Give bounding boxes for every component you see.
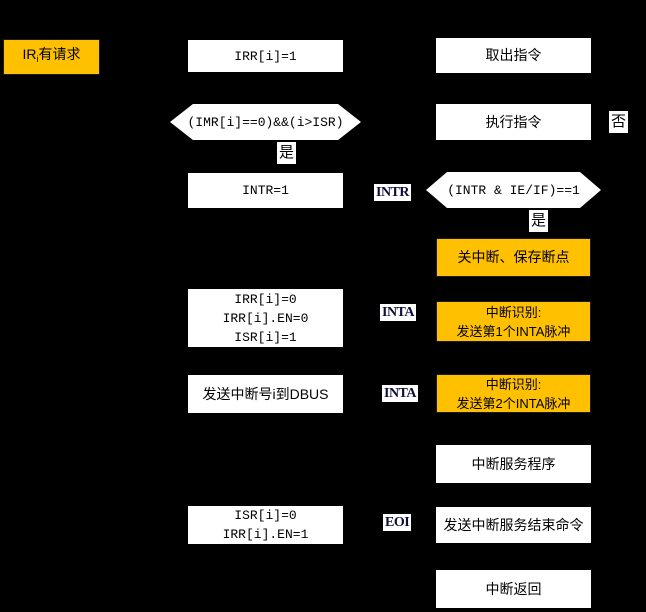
branch-label-no: 否 xyxy=(609,111,629,133)
node-disable-interrupt: 关中断、保存断点 xyxy=(436,238,591,277)
node-latch-registers: IRR[i]=0 IRR[i].EN=0 ISR[i]=1 xyxy=(188,289,343,347)
node-irr-set: IRR[i]=1 xyxy=(188,40,343,72)
branch-label-yes-2: 是 xyxy=(529,210,549,232)
inta2-line-2: 发送第2个INTA脉冲 xyxy=(456,395,571,411)
node-interrupt-service: 中断服务程序 xyxy=(436,445,591,483)
node-send-vector: 发送中断号i到DBUS xyxy=(188,375,343,413)
node-condition-intr-ie: (INTR & IE/IF)==1 xyxy=(426,172,601,208)
node-condition-intr-ie-label: (INTR & IE/IF)==1 xyxy=(447,182,580,198)
node-eoi-command: 发送中断服务结束命令 xyxy=(436,507,591,543)
node-fetch-instruction: 取出指令 xyxy=(436,38,591,73)
signal-label-intr: INTR xyxy=(374,184,412,201)
clear-line-1: ISR[i]=0 xyxy=(234,508,297,523)
node-inta2-pulse: 中断识别: 发送第2个INTA脉冲 xyxy=(436,374,591,413)
inta1-line-2: 发送第1个INTA脉冲 xyxy=(456,323,571,339)
inta1-line-1: 中断识别: xyxy=(485,304,542,320)
clear-line-2: IRR[i].EN=1 xyxy=(222,527,309,542)
node-ir-request: IRi有请求 xyxy=(3,39,100,75)
node-send-vector-label: 发送中断号i到DBUS xyxy=(202,385,329,402)
node-interrupt-service-label: 中断服务程序 xyxy=(471,455,556,472)
node-intr-set-label: INTR=1 xyxy=(242,183,289,198)
node-inta1-pulse: 中断识别: 发送第1个INTA脉冲 xyxy=(436,301,591,342)
node-intr-set: INTR=1 xyxy=(188,173,343,208)
latch-line-2: IRR[i].EN=0 xyxy=(222,310,309,326)
node-fetch-instruction-label: 取出指令 xyxy=(485,47,542,63)
node-eoi-command-label: 发送中断服务结束命令 xyxy=(443,516,584,533)
signal-label-inta-1: INTA xyxy=(380,304,416,321)
node-interrupt-return: 中断返回 xyxy=(436,570,591,608)
node-condition-imr: (IMR[i]==0)&&(i>ISR) xyxy=(170,104,361,140)
latch-line-1: IRR[i]=0 xyxy=(234,291,297,307)
inta2-line-1: 中断识别: xyxy=(485,376,542,392)
node-condition-imr-label: (IMR[i]==0)&&(i>ISR) xyxy=(187,114,344,130)
signal-label-inta-2: INTA xyxy=(382,385,418,402)
node-interrupt-return-label: 中断返回 xyxy=(485,580,542,597)
node-execute-instruction: 执行指令 xyxy=(436,104,591,140)
branch-label-yes-1: 是 xyxy=(277,142,297,164)
node-clear-registers: ISR[i]=0 IRR[i].EN=1 xyxy=(188,506,343,544)
signal-label-eoi: EOI xyxy=(383,514,412,531)
node-ir-request-label: IRi有请求 xyxy=(22,46,81,64)
node-disable-interrupt-label: 关中断、保存断点 xyxy=(457,249,570,265)
subscript-i: i xyxy=(36,54,39,64)
latch-line-3: ISR[i]=1 xyxy=(234,329,297,345)
node-execute-instruction-label: 执行指令 xyxy=(485,113,542,130)
node-irr-set-label: IRR[i]=1 xyxy=(234,48,297,64)
